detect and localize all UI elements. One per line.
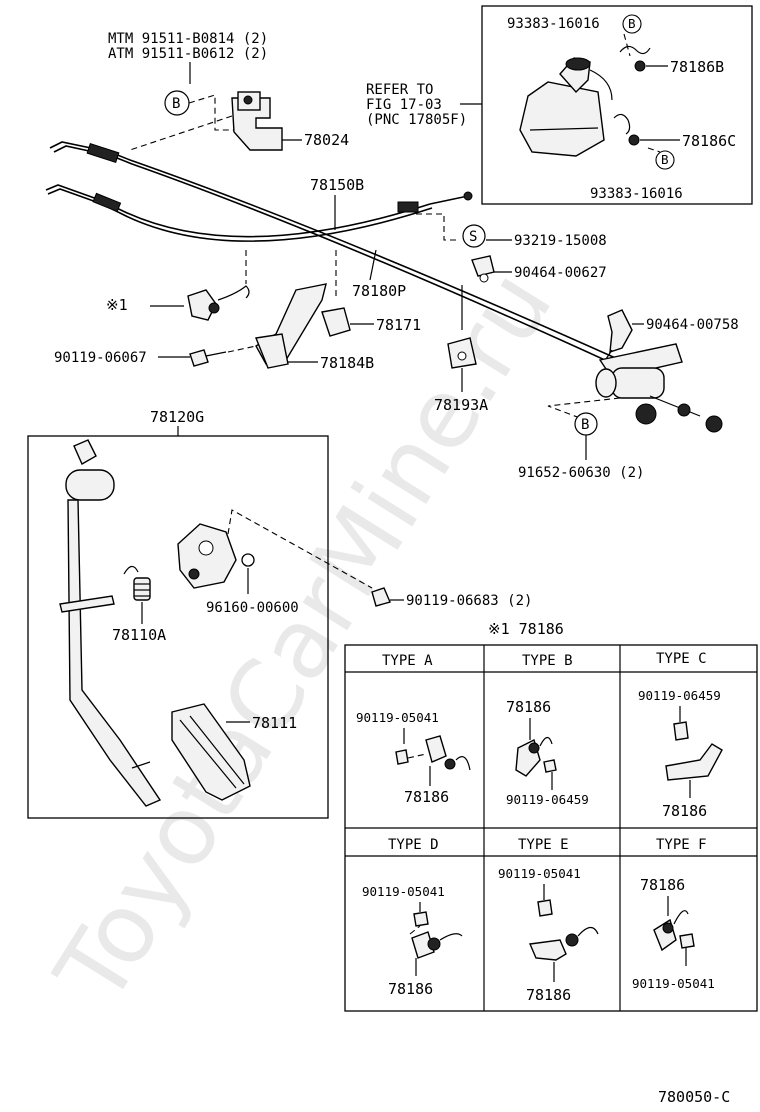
label-93383-b[interactable]: 93383-16016 [590, 186, 683, 202]
label-78184B[interactable]: 78184B [320, 354, 374, 372]
label-refer-1[interactable]: REFER TO [366, 82, 433, 98]
label-78111[interactable]: 78111 [252, 714, 297, 732]
type-c-header[interactable]: TYPE C [656, 651, 707, 667]
spring-78186C [613, 113, 640, 146]
label-refer-3[interactable]: (PNC 17805F) [366, 112, 467, 128]
type-d-label-2[interactable]: 78186 [388, 980, 433, 998]
b-circle-1: B [164, 90, 190, 116]
type-f-label-1[interactable]: 78186 [640, 876, 685, 894]
spring-bracket [187, 285, 250, 321]
b-circle-3: B [655, 150, 675, 170]
label-atm[interactable]: ATM 91511-B0612 (2) [108, 46, 268, 62]
label-93219[interactable]: 93219-15008 [514, 233, 607, 249]
label-78186B[interactable]: 78186B [670, 58, 724, 76]
svg-text:B: B [172, 96, 180, 112]
type-c-drawing [665, 706, 723, 798]
bracket-78024 [231, 91, 283, 151]
type-f-header[interactable]: TYPE F [656, 837, 707, 853]
type-e-label-2[interactable]: 78186 [526, 986, 571, 1004]
type-f-drawing [653, 896, 695, 966]
bracket-78184B [255, 283, 327, 369]
label-78110A[interactable]: 78110A [112, 626, 166, 644]
clamp-78193A [447, 337, 477, 369]
type-e-drawing [528, 884, 599, 982]
type-e-label-1[interactable]: 90119-05041 [498, 866, 581, 881]
type-b-label-2[interactable]: 90119-06459 [506, 792, 589, 807]
pedal-bracket [177, 523, 237, 589]
clip-96160 [241, 553, 255, 567]
svg-text:B: B [661, 152, 669, 167]
label-78120G[interactable]: 78120G [150, 408, 204, 426]
detail-box [481, 5, 753, 205]
type-c-label-1[interactable]: 90119-06459 [638, 688, 721, 703]
label-refer-2[interactable]: FIG 17-03 [366, 97, 442, 113]
type-d-header[interactable]: TYPE D [388, 837, 439, 853]
label-78150B[interactable]: 78150B [310, 176, 364, 194]
spring-78186B [619, 45, 651, 72]
label-90464-a[interactable]: 90464-00627 [514, 265, 607, 281]
label-91652[interactable]: 91652-60630 (2) [518, 465, 644, 481]
b-circle-2: B [622, 14, 642, 34]
pedal-box [27, 435, 329, 819]
b-circle-4: B [574, 412, 598, 436]
label-93383-a[interactable]: 93383-16016 [507, 16, 600, 32]
svg-text:S: S [469, 229, 477, 245]
type-b-header[interactable]: TYPE B [522, 653, 573, 669]
type-a-label-2[interactable]: 78186 [404, 788, 449, 806]
label-78193A[interactable]: 78193A [434, 396, 488, 414]
cable-end-fitting [595, 343, 723, 433]
label-star-2[interactable]: ※1 78186 [488, 620, 564, 638]
type-b-label-1[interactable]: 78186 [506, 698, 551, 716]
label-78180P[interactable]: 78180P [352, 282, 406, 300]
pedal-pad-78111 [171, 703, 251, 801]
label-78024[interactable]: 78024 [304, 131, 349, 149]
type-d-label-1[interactable]: 90119-05041 [362, 884, 445, 899]
type-a-header[interactable]: TYPE A [382, 653, 433, 669]
label-96160[interactable]: 96160-00600 [206, 600, 299, 616]
label-mtm[interactable]: MTM 91511-B0814 (2) [108, 31, 268, 47]
type-table [344, 644, 758, 1012]
accelerator-pedal [59, 439, 162, 807]
label-star-1[interactable]: ※1 [106, 296, 128, 314]
label-90119-a[interactable]: 90119-06067 [54, 350, 147, 366]
label-78171[interactable]: 78171 [376, 316, 421, 334]
clamp-78171 [321, 307, 351, 337]
cable-assembly [45, 141, 621, 367]
bolt-90119-a [189, 349, 227, 367]
type-a-label-1[interactable]: 90119-05041 [356, 710, 439, 725]
actuator [519, 57, 613, 157]
type-d-drawing [409, 902, 463, 976]
type-e-header[interactable]: TYPE E [518, 837, 569, 853]
svg-text:B: B [628, 16, 636, 31]
s-circle: S [462, 224, 486, 248]
label-90119-b[interactable]: 90119-06683 (2) [406, 593, 532, 609]
type-c-label-2[interactable]: 78186 [662, 802, 707, 820]
svg-text:B: B [581, 417, 589, 433]
label-90464-b[interactable]: 90464-00758 [646, 317, 739, 333]
figure-number[interactable]: 780050-C [658, 1088, 730, 1106]
label-78186C[interactable]: 78186C [682, 132, 736, 150]
type-a-drawing [395, 728, 471, 786]
type-b-drawing [515, 718, 557, 790]
spring-78110A [123, 565, 151, 601]
bolt-90119-b [371, 587, 391, 607]
clamp-90464-a [471, 255, 495, 283]
type-f-label-2[interactable]: 90119-05041 [632, 976, 715, 991]
